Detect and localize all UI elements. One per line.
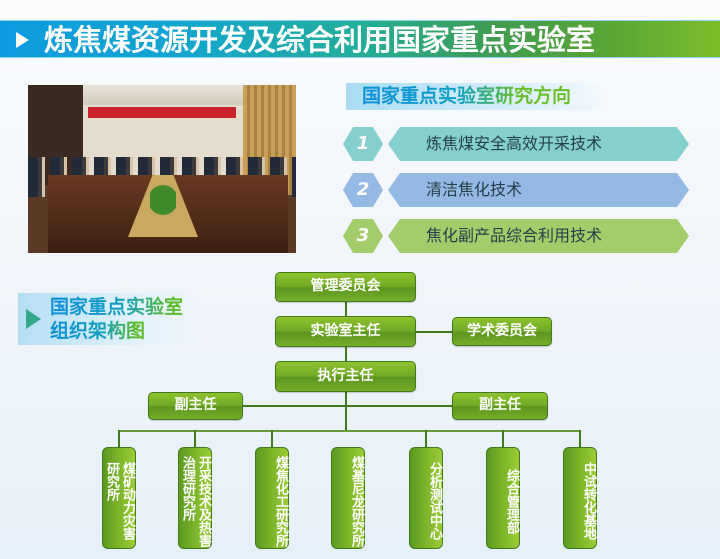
research-item: 3 焦化副产品综合利用技术 xyxy=(343,219,689,253)
unit-box: 煤基尼龙研究所 xyxy=(331,447,365,549)
play-triangle-icon xyxy=(16,32,29,48)
unit-box: 综合管理部 xyxy=(486,447,520,549)
research-label: 焦化副产品综合利用技术 xyxy=(388,219,689,253)
unit-box: 中试转化基地 xyxy=(563,447,597,549)
unit-box: 煤焦化工研究所 xyxy=(255,447,289,549)
deputy-director-box-left: 副主任 xyxy=(148,392,243,420)
research-item: 2 清洁焦化技术 xyxy=(343,173,689,207)
meeting-photo xyxy=(28,85,296,253)
drop-line xyxy=(118,430,120,448)
academic-committee-box: 学术委员会 xyxy=(452,317,552,346)
photo-banner xyxy=(88,107,236,118)
drop-line xyxy=(425,430,427,448)
management-committee-box: 管理委员会 xyxy=(275,272,416,302)
drop-line xyxy=(271,430,273,448)
unit-box: 分析测试中心 xyxy=(409,447,443,549)
number-hexagon: 3 xyxy=(343,219,383,253)
unit-box: 开采技术及热害 治理研究所 xyxy=(178,447,212,549)
number-hexagon: 1 xyxy=(343,127,383,161)
lab-director-box: 实验室主任 xyxy=(275,316,416,347)
org-title-line2: 组织架构图 xyxy=(50,320,146,342)
research-directions-heading: 国家重点实验室研究方向 xyxy=(346,83,616,110)
connector-line xyxy=(242,405,453,407)
title-banner: 炼焦煤资源开发及综合利用国家重点实验室 xyxy=(0,20,720,58)
org-chart-heading: 国家重点实验室 组织架构图 xyxy=(18,293,198,345)
branch-line xyxy=(118,430,581,432)
research-directions-title: 国家重点实验室研究方向 xyxy=(362,85,572,107)
page-title: 炼焦煤资源开发及综合利用国家重点实验室 xyxy=(44,23,596,57)
executive-director-box: 执行主任 xyxy=(275,361,416,392)
drop-line xyxy=(502,430,504,448)
deputy-director-box-right: 副主任 xyxy=(452,392,548,420)
org-title-line1: 国家重点实验室 xyxy=(50,296,184,318)
drop-line xyxy=(194,430,196,448)
drop-line xyxy=(579,430,581,448)
number-hexagon: 2 xyxy=(343,173,383,207)
research-label: 清洁焦化技术 xyxy=(388,173,689,207)
play-triangle-icon xyxy=(26,309,41,329)
research-item: 1 炼焦煤安全高效开采技术 xyxy=(343,127,689,161)
unit-box: 煤矿动力灾害 研究所 xyxy=(102,447,136,549)
research-label: 炼焦煤安全高效开采技术 xyxy=(388,127,689,161)
connector-line xyxy=(415,331,453,333)
